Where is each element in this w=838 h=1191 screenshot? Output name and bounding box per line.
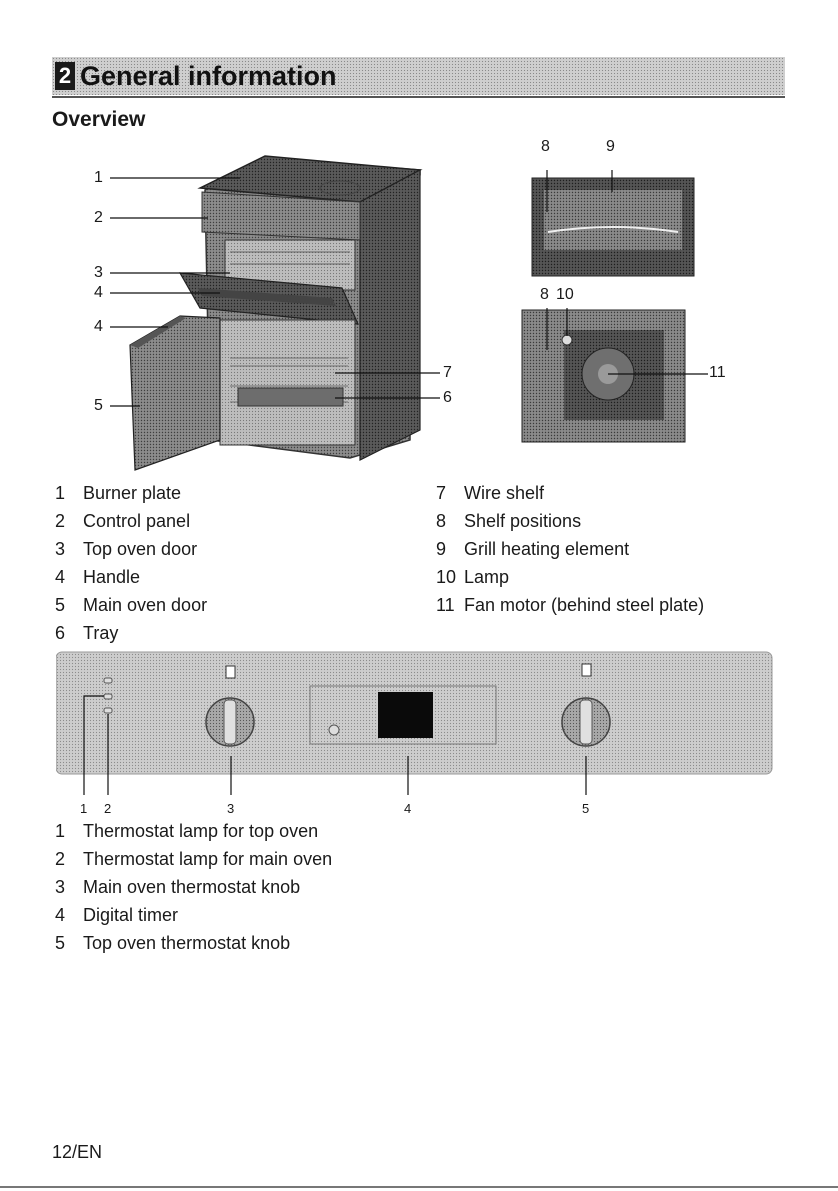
oven-label-3: 3 — [94, 264, 103, 281]
detail-label-10: 10 — [556, 286, 574, 303]
oven-label-7: 7 — [443, 364, 452, 381]
digital-timer-display — [378, 692, 433, 738]
cp-label-5: 5 — [582, 801, 590, 816]
oven-label-4a: 4 — [94, 284, 103, 301]
overview-heading: Overview — [52, 108, 146, 131]
detail-label-11: 11 — [709, 364, 726, 381]
detail-label-8b: 8 — [540, 286, 549, 303]
detail-illustrations — [521, 170, 708, 443]
oven-label-5: 5 — [94, 397, 103, 414]
section-title: General information — [80, 61, 337, 91]
header-rule — [52, 96, 785, 98]
oven-label-1: 1 — [94, 169, 103, 186]
timer-bezel — [309, 685, 497, 745]
oven-label-2: 2 — [94, 209, 103, 226]
footer-rule — [0, 1186, 838, 1188]
control-panel — [201, 191, 361, 241]
grill-element — [547, 226, 679, 233]
main-oven-thermostat-knob — [205, 665, 255, 747]
thermostat-lamps — [103, 677, 113, 714]
cp-label-3: 3 — [227, 801, 235, 816]
oven-tray — [237, 387, 344, 407]
cp-label-4: 4 — [404, 801, 412, 816]
control-panel-illustration — [56, 651, 773, 795]
oven-label-4b: 4 — [94, 318, 103, 335]
section-number: 2 — [55, 62, 75, 90]
oven-label-6: 6 — [443, 389, 452, 406]
cp-label-1: 1 — [80, 801, 88, 816]
cp-label-2: 2 — [104, 801, 112, 816]
main-oven-door — [129, 315, 221, 471]
detail-label-8a: 8 — [541, 138, 550, 155]
top-oven-thermostat-knob — [561, 663, 611, 747]
section-header-band — [52, 57, 785, 95]
main-oven-cavity — [219, 319, 356, 446]
oven-illustration — [110, 155, 440, 471]
detail-label-9: 9 — [606, 138, 615, 155]
lamp — [561, 334, 573, 346]
page-number: 12/EN — [52, 1142, 103, 1162]
